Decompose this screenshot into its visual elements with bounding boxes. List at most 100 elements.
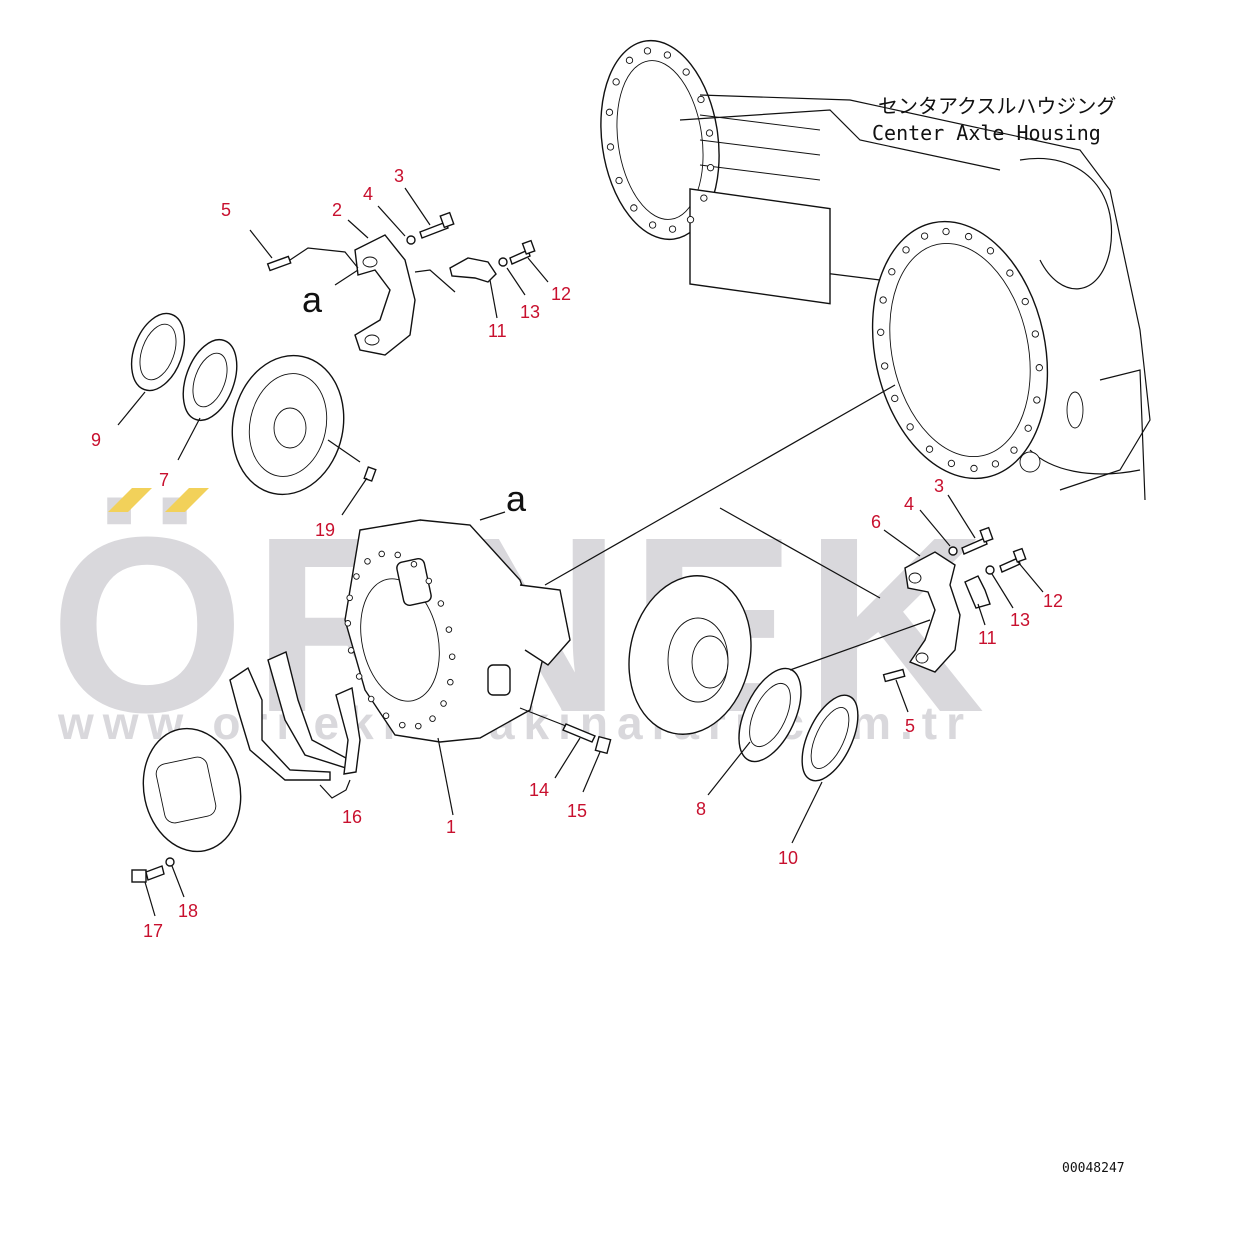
callout-4-right: 4 (904, 494, 914, 514)
drawing-reference-number: 00048247 (1062, 1161, 1125, 1176)
callout-7: 7 (159, 470, 169, 490)
carrier-flange-hole (364, 558, 371, 565)
bolt-17 (131, 865, 165, 883)
housing-flange-hole (1035, 364, 1043, 372)
housing-flange-hole (1031, 330, 1039, 338)
housing-end-flange-hole (663, 51, 672, 59)
housing-end-flange-hole (686, 216, 695, 224)
lock-plate-11-right (964, 575, 991, 609)
housing-flange-hole (986, 247, 995, 255)
bolt-3-right (961, 526, 994, 555)
washer-4-right (948, 546, 958, 556)
nut-15 (594, 735, 612, 755)
carrier-flange-hole (382, 712, 390, 719)
lock-plate-11-left (449, 257, 497, 283)
callout-11-right: 11 (978, 628, 997, 648)
housing-flange-hole (1033, 396, 1041, 404)
carrier-flange-holes (344, 550, 456, 730)
callout-19: 19 (315, 520, 335, 540)
adjusting-nut-10 (801, 694, 859, 782)
housing-end-flange-hole (700, 194, 708, 202)
carrier-flange-hole (440, 700, 447, 707)
leader-14 (519, 707, 567, 727)
carrier-flange-hole (394, 551, 401, 559)
leader-carrier-to-cap-right (719, 507, 881, 599)
callout-16: 16 (342, 807, 362, 827)
housing-end-flange-hole (697, 95, 705, 104)
housing-flange-hole (1021, 297, 1029, 306)
washer-13-right (985, 565, 995, 575)
housing-flange-hole (1010, 446, 1018, 454)
housing-flange-hole (902, 246, 910, 254)
housing-flange-hole (925, 445, 934, 453)
leader-16 (319, 779, 351, 799)
housing-end-flange-hole (625, 56, 634, 64)
watermark-accent-left (108, 488, 152, 512)
callout-2: 2 (332, 200, 342, 220)
bolt-12-right (999, 547, 1027, 573)
watermark-accent-right (165, 488, 209, 512)
callout-leaders (117, 187, 1044, 917)
view-marker-main: a (506, 478, 527, 519)
callout-8: 8 (696, 799, 706, 819)
callout-17: 17 (143, 921, 163, 941)
view-marker-top: a (302, 279, 323, 320)
carrier-flange-hole (367, 695, 375, 703)
carrier-flange-hole (437, 600, 445, 607)
callout-14: 14 (529, 780, 549, 800)
carrier-flange-hole (399, 721, 406, 729)
carrier-flange-hole (429, 715, 436, 722)
carrier-flange-hole (415, 722, 422, 730)
housing-flange-hole (906, 423, 914, 431)
callout-5-left: 5 (221, 200, 231, 220)
leader-housing-to-carrier (544, 384, 896, 586)
callout-11-left: 11 (488, 321, 507, 341)
leader-8-to-cap (789, 619, 931, 671)
bolt-19 (363, 466, 377, 482)
callout-12-right: 12 (1043, 591, 1063, 611)
housing-flange-hole (879, 296, 887, 304)
housing-end-flange-hole (643, 47, 652, 55)
leader-view-a-main (479, 511, 506, 521)
housing-end-flange-hole (615, 176, 623, 185)
housing-flange-hole (1006, 269, 1014, 277)
housing-end-flange-hole (605, 108, 614, 116)
housing-flange-hole (888, 268, 896, 276)
housing-end-flange-hole (682, 68, 690, 76)
housing-flange-hole (991, 460, 1000, 468)
callout-13-left: 13 (520, 302, 540, 322)
bolt-12-left (509, 239, 536, 265)
callout-13-right: 13 (1010, 610, 1030, 630)
differential-carrier-1 (344, 519, 571, 743)
washer-18 (165, 857, 175, 867)
stud-14 (562, 723, 596, 743)
callout-9: 9 (91, 430, 101, 450)
callout-10: 10 (778, 848, 798, 868)
differential-case-left (231, 354, 345, 496)
housing-flange-holes (605, 47, 1043, 473)
bolt-3-left (419, 211, 455, 239)
pin-5-left (266, 255, 292, 272)
callout-1: 1 (446, 817, 456, 837)
housing-end-flange-hole (668, 225, 677, 233)
pin-5-right (882, 668, 906, 683)
housing-flange-hole (970, 464, 978, 473)
carrier-flange-hole (447, 678, 454, 686)
housing-flange-hole (1024, 424, 1032, 432)
carrier-flange-hole (344, 620, 352, 627)
carrier-flange-hole (445, 626, 453, 633)
differential-case-right (628, 575, 752, 735)
cover-plate-left (142, 727, 242, 853)
adjusting-nut-9 (130, 312, 186, 392)
carrier-flange-hole (347, 647, 355, 654)
carrier-flange-hole (346, 594, 353, 602)
housing-flange-hole (964, 232, 973, 241)
bearing-7 (182, 338, 238, 422)
callout-18: 18 (178, 901, 198, 921)
callout-5-right: 5 (905, 716, 915, 736)
assembly-label-english: Center Axle Housing (872, 121, 1101, 145)
carrier-flange-hole (378, 550, 385, 558)
callout-3-left: 3 (394, 166, 404, 186)
shim-16 (229, 651, 361, 781)
housing-end-flange-hole (630, 204, 638, 212)
